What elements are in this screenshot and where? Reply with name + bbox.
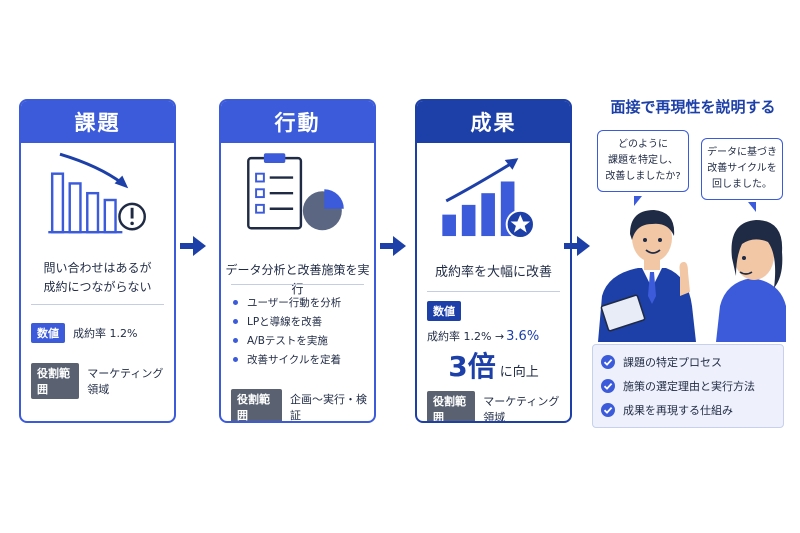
- growth-chart-star-icon: [442, 158, 535, 239]
- result-role-row: 役割範囲 マーケティング領域: [427, 391, 564, 423]
- role-value: マーケティング領域: [483, 395, 560, 423]
- action-description: データ分析と改善施策を実行: [225, 263, 370, 296]
- action-card-title: 行動: [221, 101, 374, 143]
- check-circle-icon: [601, 355, 615, 369]
- arrow-right-icon: [380, 236, 406, 256]
- check-list: 課題の特定プロセス 施策の選定理由と実行方法 成果を再現する仕組み: [592, 344, 784, 428]
- issue-card-title: 課題: [21, 101, 174, 143]
- action-role-row: 役割範囲 企画～実行・検証: [231, 389, 368, 422]
- list-item: ユーザー行動を分析: [233, 293, 341, 312]
- metric-tag: 数値: [31, 323, 65, 343]
- role-tag: 役割範囲: [31, 363, 80, 399]
- divider: [31, 304, 164, 305]
- candidate-speech-bubble: データに基づき 改善サイクルを 回しました。: [701, 138, 783, 200]
- result-card-title: 成果: [417, 101, 570, 143]
- list-item: 施策の選定理由と実行方法: [601, 374, 775, 398]
- interview-title: 面接で再現性を説明する: [610, 98, 776, 116]
- metric-tag: 数値: [427, 301, 461, 321]
- role-value: マーケティング領域: [87, 367, 164, 396]
- issue-card: 課題 問い合わせはあるが 成約につながらない 数値 成約率 1.2% 役割範囲 …: [19, 99, 176, 423]
- action-card: 行動 データ分析と改善施策を実行 ユーザー行動を分析 LPと導線を改善 A/Bテ…: [219, 99, 376, 423]
- result-change: 成約率 1.2% → 3.6%: [427, 329, 540, 344]
- list-item: A/Bテストを実施: [233, 331, 341, 350]
- action-list: ユーザー行動を分析 LPと導線を改善 A/Bテストを実施 改善サイクルを定着: [233, 293, 341, 369]
- role-tag: 役割範囲: [427, 391, 476, 421]
- result-card: 成果 成約率を大幅に改善 数値 成約率 1.2% → 3.6% 3倍 に向上 役…: [415, 99, 572, 423]
- check-circle-icon: [601, 403, 615, 417]
- role-value: 企画～実行・検証: [290, 393, 367, 422]
- role-tag: 役割範囲: [231, 389, 282, 421]
- divider: [427, 291, 560, 292]
- result-description: 成約率を大幅に改善: [434, 265, 552, 280]
- issue-metric-row: 数値 成約率 1.2%: [31, 323, 168, 343]
- issue-description: 問い合わせはあるが 成約につながらない: [43, 261, 152, 294]
- checklist-pie-icon: [247, 153, 344, 231]
- list-item: 改善サイクルを定着: [233, 350, 341, 369]
- declining-chart-icon: [48, 152, 146, 234]
- check-circle-icon: [601, 379, 615, 393]
- result-metric-row: 数値: [427, 301, 564, 321]
- divider: [231, 284, 364, 285]
- metric-value: 成約率 1.2%: [73, 327, 138, 340]
- arrow-right-icon: [180, 236, 206, 256]
- interviewer-speech-bubble: どのように 課題を特定し、 改善しましたか?: [597, 130, 689, 192]
- interview-people-icon: [598, 196, 786, 342]
- result-highlight: 3倍 に向上: [448, 350, 539, 383]
- list-item: 成果を再現する仕組み: [601, 398, 775, 422]
- list-item: 課題の特定プロセス: [601, 350, 775, 374]
- list-item: LPと導線を改善: [233, 312, 341, 331]
- arrow-right-icon: [564, 236, 590, 256]
- issue-role-row: 役割範囲 マーケティング領域: [31, 363, 168, 399]
